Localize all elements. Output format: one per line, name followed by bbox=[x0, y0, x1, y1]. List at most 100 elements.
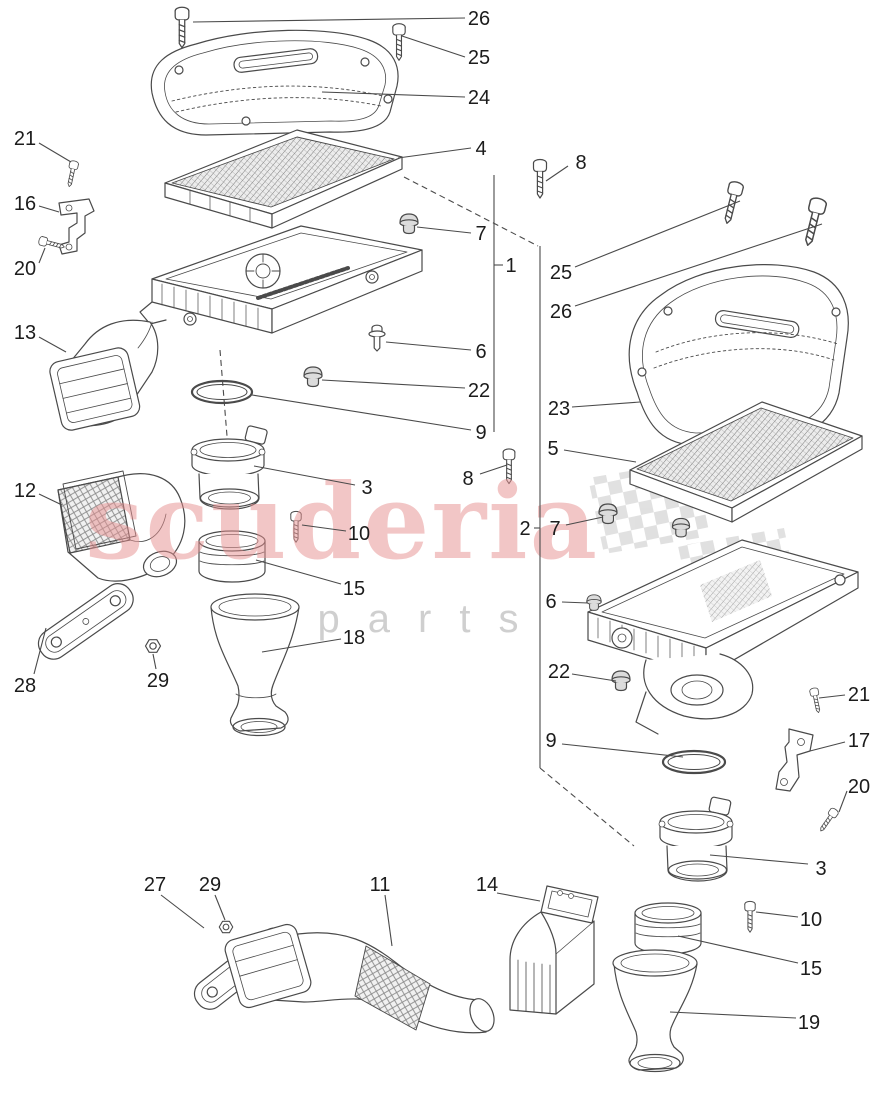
leader-line-24 bbox=[321, 91, 466, 98]
air-filter-element-left bbox=[164, 129, 403, 229]
leader-line-21 bbox=[818, 694, 846, 699]
callout-10: 10 bbox=[800, 909, 822, 931]
callout-16: 16 bbox=[14, 193, 36, 215]
intake-cone-19 bbox=[612, 949, 698, 1073]
leader-line-5 bbox=[563, 449, 637, 463]
callout-11: 11 bbox=[370, 874, 391, 896]
callout-6: 6 bbox=[475, 341, 486, 363]
retaining-bracket-16 bbox=[58, 198, 95, 255]
leader-line-25 bbox=[401, 35, 466, 58]
callout-26: 26 bbox=[550, 301, 572, 323]
screw-8-top bbox=[532, 158, 548, 199]
callout-9: 9 bbox=[545, 730, 556, 752]
callout-26: 26 bbox=[468, 8, 490, 30]
leader-line-25 bbox=[574, 200, 741, 268]
air-duct-11 bbox=[224, 923, 495, 1034]
callout-7: 7 bbox=[475, 223, 486, 245]
callout-14: 14 bbox=[476, 874, 498, 896]
leader-line-14 bbox=[496, 892, 541, 902]
leader-line-22 bbox=[571, 673, 617, 682]
air-cleaner-cover-right bbox=[628, 264, 849, 446]
mass-air-flow-sensor-left bbox=[190, 425, 268, 510]
callout-5: 5 bbox=[547, 438, 558, 460]
callout-22: 22 bbox=[468, 380, 490, 402]
callout-6: 6 bbox=[545, 591, 556, 613]
screw-21-right bbox=[808, 686, 824, 714]
callout-21: 21 bbox=[14, 128, 36, 150]
leader-line-20 bbox=[838, 790, 848, 813]
leader-line-19 bbox=[669, 1011, 797, 1019]
air-cleaner-housing-right bbox=[587, 539, 859, 735]
leader-line-29 bbox=[152, 653, 157, 670]
leader-line-9 bbox=[561, 743, 684, 758]
callout-19: 19 bbox=[798, 1012, 820, 1034]
leader-line-3 bbox=[253, 465, 356, 486]
leader-line-13 bbox=[38, 336, 67, 353]
callout-18: 18 bbox=[343, 627, 365, 649]
hex-nut-29-bottom bbox=[218, 920, 234, 934]
intake-duct-12 bbox=[57, 470, 186, 582]
leader-line-17 bbox=[809, 741, 846, 752]
o-ring-right bbox=[661, 749, 727, 775]
callout-25: 25 bbox=[550, 262, 572, 284]
callout-20: 20 bbox=[848, 776, 870, 798]
leader-line-6 bbox=[561, 601, 589, 604]
leader-line-6 bbox=[385, 341, 472, 351]
leader-line-16 bbox=[38, 205, 60, 213]
screw-10-right bbox=[744, 900, 756, 933]
callout-2: 2 bbox=[519, 518, 530, 540]
hose-coupling-right bbox=[634, 902, 702, 955]
leader-line-12 bbox=[38, 493, 63, 506]
callout-28: 28 bbox=[14, 675, 36, 697]
callout-3: 3 bbox=[815, 858, 826, 880]
callout-29: 29 bbox=[147, 670, 169, 692]
leader-line-10 bbox=[755, 911, 799, 918]
leader-line-22 bbox=[321, 379, 466, 389]
callout-21: 21 bbox=[848, 684, 870, 706]
callout-23: 23 bbox=[548, 398, 570, 420]
air-cleaner-housing-left bbox=[139, 225, 423, 334]
leader-line-8 bbox=[545, 165, 569, 182]
callout-22: 22 bbox=[548, 661, 570, 683]
bolt-6-left bbox=[368, 324, 386, 352]
screw-26-right bbox=[799, 195, 828, 248]
leader-line-28 bbox=[33, 627, 47, 675]
leader-line-26 bbox=[192, 17, 466, 23]
leader-line-10 bbox=[301, 524, 347, 532]
callout-17: 17 bbox=[848, 730, 870, 752]
callout-15: 15 bbox=[343, 578, 365, 600]
callout-8: 8 bbox=[462, 468, 473, 490]
intake-duct-left bbox=[49, 319, 159, 431]
callout-4: 4 bbox=[475, 138, 486, 160]
hex-nut-29-left bbox=[144, 639, 162, 653]
callout-13: 13 bbox=[14, 322, 36, 344]
assembly-2-dash bbox=[539, 767, 635, 847]
hose-coupling-left bbox=[198, 530, 266, 583]
watermark-subtitle: parts bbox=[318, 597, 547, 641]
air-filter-element-right bbox=[629, 401, 863, 523]
callout-27: 27 bbox=[144, 874, 166, 896]
screw-21-left bbox=[64, 159, 80, 188]
leader-line-7 bbox=[416, 226, 472, 234]
watermark-title: scuderia bbox=[85, 460, 599, 583]
mounting-bracket-28 bbox=[37, 583, 134, 660]
leader-line-20 bbox=[38, 247, 46, 264]
callout-29: 29 bbox=[199, 874, 221, 896]
leader-line-15 bbox=[677, 935, 799, 964]
screw-25-right bbox=[719, 179, 745, 226]
o-ring-left bbox=[190, 379, 254, 405]
leader-line-21 bbox=[38, 142, 72, 163]
callout-25: 25 bbox=[468, 47, 490, 69]
leader-line-7 bbox=[565, 516, 604, 526]
leader-line-11 bbox=[384, 894, 393, 947]
air-duct-14 bbox=[509, 885, 599, 1015]
callout-9: 9 bbox=[475, 422, 486, 444]
callout-10: 10 bbox=[348, 523, 370, 545]
grommet-7-left bbox=[399, 213, 419, 235]
grommet-22-left bbox=[303, 366, 323, 388]
leader-line-23 bbox=[571, 401, 641, 408]
mass-air-flow-sensor-right bbox=[658, 796, 734, 882]
